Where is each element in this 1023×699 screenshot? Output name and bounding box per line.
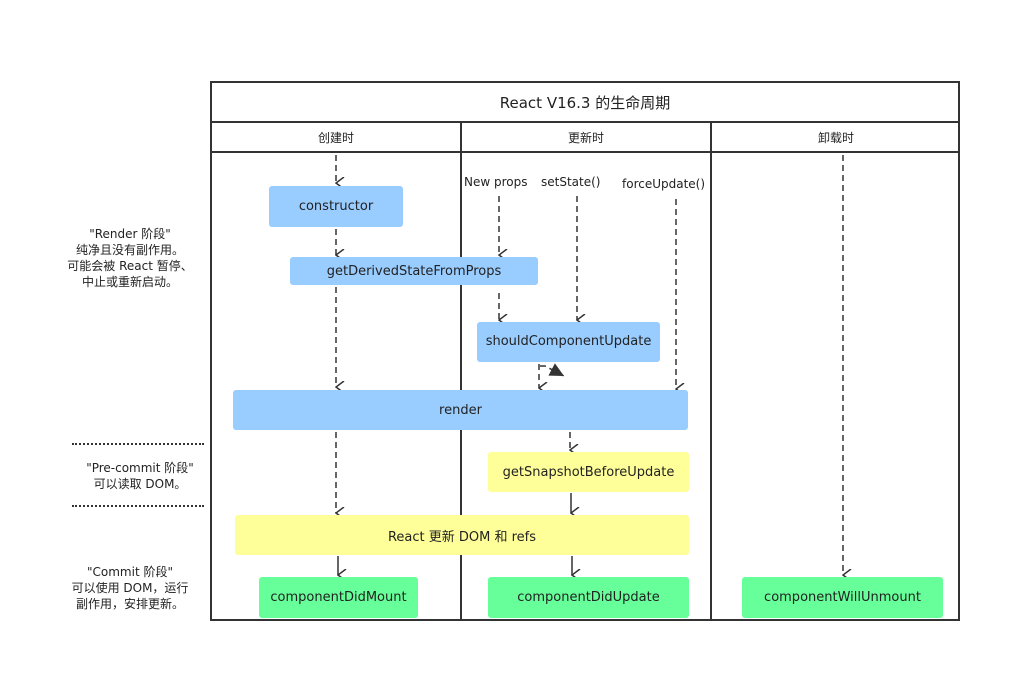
constructor-node: constructor bbox=[269, 186, 403, 227]
render-node: render bbox=[233, 390, 688, 430]
get-derived-state-node: getDerivedStateFromProps bbox=[290, 257, 538, 285]
column-header-unmount: 卸载时 bbox=[817, 130, 854, 145]
precommit-phase-title: "Pre-commit 阶段" bbox=[86, 461, 194, 475]
commit-phase-line-1: 可以使用 DOM，运行 bbox=[71, 581, 189, 595]
commit-phase-title: "Commit 阶段" bbox=[87, 565, 173, 579]
render-phase-title: "Render 阶段" bbox=[89, 227, 171, 241]
arrow-should-update-false bbox=[540, 363, 565, 377]
trigger-new-props: New props bbox=[464, 175, 528, 189]
precommit-phase-line-1: 可以读取 DOM。 bbox=[93, 477, 187, 491]
diagram-title: React V16.3 的生命周期 bbox=[499, 93, 671, 112]
column-divider-1 bbox=[460, 121, 462, 621]
get-snapshot-node: getSnapshotBeforeUpdate bbox=[488, 452, 689, 492]
render-phase-line-2: 可能会被 React 暂停、 bbox=[67, 259, 193, 273]
react-update-dom-node: React 更新 DOM 和 refs bbox=[235, 515, 689, 555]
trigger-set-state: setState() bbox=[541, 175, 601, 189]
phase-separator-1 bbox=[72, 443, 204, 445]
component-will-unmount-node: componentWillUnmount bbox=[742, 577, 943, 618]
column-header-update: 更新时 bbox=[567, 130, 604, 145]
trigger-force-update: forceUpdate() bbox=[622, 177, 706, 191]
phase-separator-2 bbox=[72, 505, 204, 507]
render-phase-line-3: 中止或重新启动。 bbox=[81, 275, 178, 289]
precommit-phase-label: "Pre-commit 阶段" 可以读取 DOM。 bbox=[65, 460, 215, 492]
component-did-update-node: componentDidUpdate bbox=[488, 577, 689, 618]
component-did-mount-node: componentDidMount bbox=[259, 577, 418, 618]
render-phase-label: "Render 阶段" 纯净且没有副作用。 可能会被 React 暂停、 中止或… bbox=[55, 226, 205, 290]
lifecycle-table bbox=[210, 81, 960, 621]
should-component-update-label: shouldComponentUpdate bbox=[485, 334, 652, 349]
should-component-update-node: shouldComponentUpdate bbox=[477, 322, 660, 362]
render-phase-line-1: 纯净且没有副作用。 bbox=[75, 243, 184, 257]
column-header-mount: 创建时 bbox=[317, 130, 354, 145]
column-divider-2 bbox=[710, 121, 712, 621]
commit-phase-line-2: 副作用，安排更新。 bbox=[75, 597, 184, 611]
commit-phase-label: "Commit 阶段" 可以使用 DOM，运行 副作用，安排更新。 bbox=[55, 564, 205, 612]
title-divider bbox=[210, 121, 960, 123]
header-divider bbox=[210, 151, 960, 153]
